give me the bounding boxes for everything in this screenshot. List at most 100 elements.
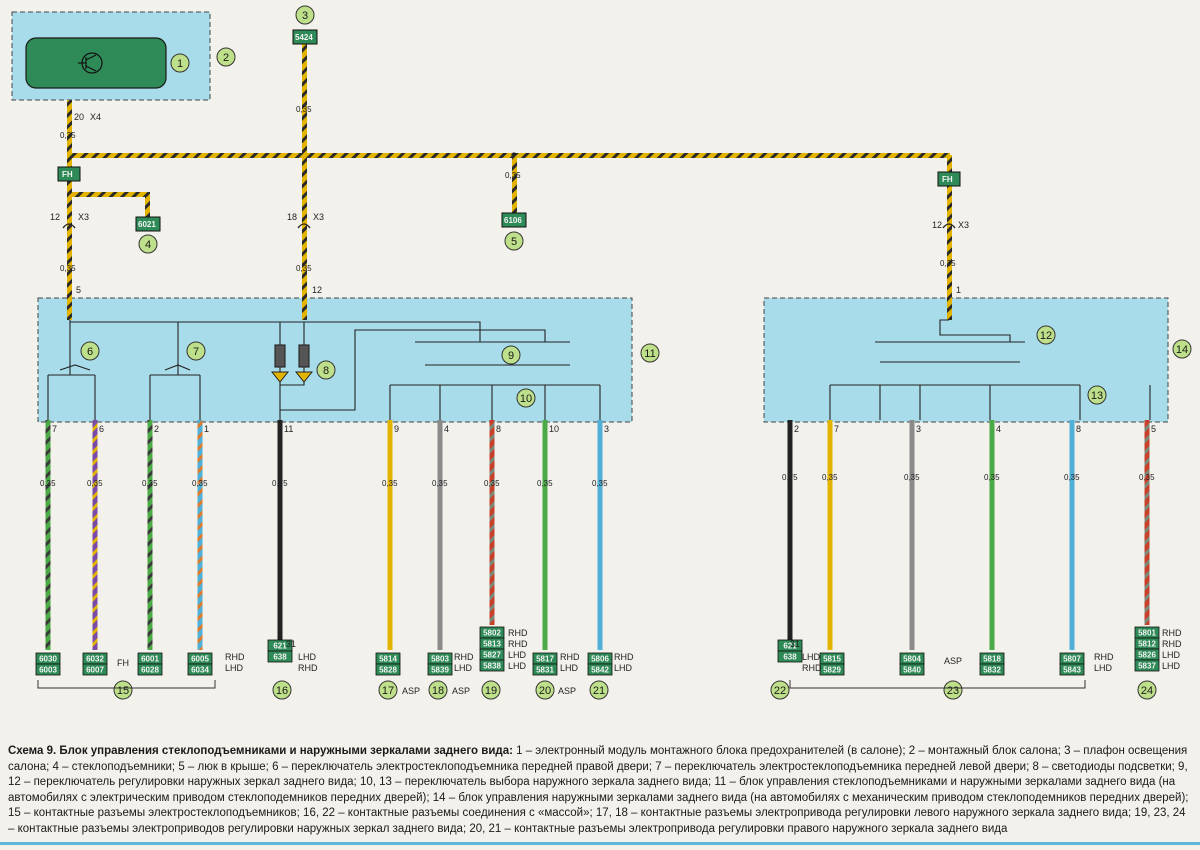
- connector-6003-box: [35, 663, 61, 676]
- gauge-label-right: 0,35: [904, 473, 920, 482]
- pin-12b-label: 12: [932, 220, 942, 230]
- wire-down-1: [197, 420, 203, 650]
- wire-down-6: [92, 420, 98, 650]
- gauge-label-left: 0,35: [592, 479, 608, 488]
- connector-5842-label: 5842: [591, 666, 609, 675]
- x4-label: X4: [90, 112, 101, 122]
- side-label-lhd8: LHD: [614, 663, 633, 673]
- connector-5831-box: [532, 663, 558, 676]
- connector-5839-label: 5839: [431, 666, 449, 675]
- connector-5827-label: 5827: [483, 651, 501, 660]
- control-unit-11-zone: [37, 297, 633, 423]
- connector-5815-label: 5815: [823, 655, 841, 664]
- connector-5829-label: 5829: [823, 666, 841, 675]
- side-label-lhd7: LHD: [560, 663, 579, 673]
- group-brackets: [37, 680, 1086, 689]
- connector-6005-label: 6005: [191, 655, 209, 664]
- callout-13: 13: [1087, 385, 1107, 405]
- callout-22: 22: [770, 680, 790, 700]
- side-label-lhd11: LHD: [1162, 650, 1181, 660]
- wire-down-10: [542, 420, 548, 650]
- wire-down-r-3: [909, 420, 915, 650]
- gauge-label-left: 0,35: [87, 479, 103, 488]
- gauge-label-right: 0,75: [782, 473, 798, 482]
- callout-number: 7: [193, 346, 199, 358]
- pin-label-left: 8: [496, 424, 501, 434]
- callout-number: 13: [1091, 390, 1103, 402]
- connector-638-box: [777, 650, 803, 663]
- wire-feed-5: [67, 100, 72, 320]
- connector-5803-label: 5803: [431, 655, 449, 664]
- caption-text: 1 – электронный модуль монтажного блока …: [8, 745, 1189, 835]
- callout-number: 2: [223, 52, 229, 64]
- gauge-label-right: 0,35: [1064, 473, 1080, 482]
- connector-6021-label: 6021: [138, 220, 156, 229]
- side-label-n31a: 31: [286, 639, 296, 649]
- gauge-label-left: 0,35: [432, 479, 448, 488]
- wire-down-2: [147, 420, 153, 650]
- connector-5804-label: 5804: [903, 655, 921, 664]
- connector-6034-box: [187, 663, 213, 676]
- figure-caption: Схема 9. Блок управления стеклоподъемник…: [8, 744, 1192, 837]
- fuse-fh-label-left: FH: [62, 170, 73, 179]
- wire-down-r-2: [787, 420, 793, 640]
- side-label-rhd5: RHD: [508, 628, 528, 638]
- connector-5806-label: 5806: [591, 655, 609, 664]
- connector-6021-box: [135, 216, 161, 232]
- side-label-rhd2: RHD: [298, 663, 318, 673]
- wire-down-r-4: [989, 420, 995, 650]
- connector-638-label: 638: [783, 653, 797, 662]
- pin-1-label: 1: [956, 285, 961, 295]
- pin-label-left: 7: [52, 424, 57, 434]
- callout-number: 10: [520, 393, 532, 405]
- side-label-lhd1: LHD: [225, 663, 244, 673]
- callout-number: 8: [323, 365, 329, 377]
- callout-5: 5: [504, 231, 524, 251]
- gauge-label-left: 0,35: [484, 479, 500, 488]
- fuse-fh-box-left: [57, 166, 81, 182]
- pin-label-left: 10: [549, 424, 559, 434]
- side-label-asp3: ASP: [558, 686, 576, 696]
- callout-number: 22: [774, 685, 786, 697]
- side-label-rhd10: RHD: [1094, 652, 1114, 662]
- wire-sunroof: [512, 155, 517, 215]
- connector-6028-label: 6028: [141, 666, 159, 675]
- top-bus-wire: [68, 153, 950, 158]
- side-label-lhd3: LHD: [454, 663, 473, 673]
- wire-down-4: [437, 420, 443, 650]
- side-label-fh: FH: [117, 658, 129, 668]
- callout-number: 21: [593, 685, 605, 697]
- callout-10: 10: [516, 388, 536, 408]
- side-label-rhd8: RHD: [614, 652, 634, 662]
- led-icons: [270, 371, 314, 383]
- wire-feed-1: [947, 155, 952, 320]
- connector-5837-label: 5837: [1138, 662, 1156, 671]
- callout-4: 4: [138, 234, 158, 254]
- gauge-label-left: 0,35: [382, 479, 398, 488]
- pin-label-right: 4: [996, 424, 1001, 434]
- connector-6003-label: 6003: [39, 666, 57, 675]
- connector-638-box: [267, 650, 293, 663]
- bottom-rule: [0, 842, 1200, 845]
- gauge-label-left: 0,35: [142, 479, 158, 488]
- connector-5842-box: [587, 663, 613, 676]
- wire-feed-12: [302, 40, 307, 320]
- control-unit-14-zone: [763, 297, 1169, 423]
- connector-6030-label: 6030: [39, 655, 57, 664]
- pin-label-right: 3: [916, 424, 921, 434]
- pin-5-label: 5: [76, 285, 81, 295]
- callout-number: 17: [382, 685, 394, 697]
- pin-label-left: 9: [394, 424, 399, 434]
- callout-14: 14: [1172, 339, 1192, 359]
- side-label-lhd9: LHD: [802, 652, 821, 662]
- wire-window-lifters-drop: [145, 192, 150, 217]
- connector-5818-label: 5818: [983, 655, 1001, 664]
- callout-number: 20: [539, 685, 551, 697]
- callout-9: 9: [501, 345, 521, 365]
- connector-5828-label: 5828: [379, 666, 397, 675]
- pin-label-right: 7: [834, 424, 839, 434]
- gauge-top-label: 0,35: [60, 131, 76, 140]
- wire-down-8: [489, 420, 495, 625]
- connector-5826-label: 5826: [1138, 651, 1156, 660]
